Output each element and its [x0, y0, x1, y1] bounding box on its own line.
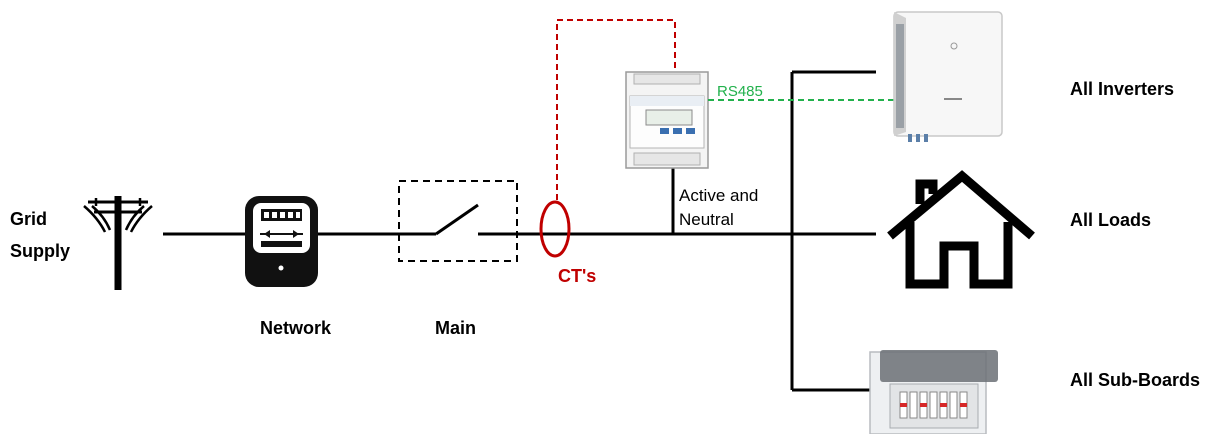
active-neutral-label-line2: Neutral — [679, 210, 734, 229]
distribution-board-image — [869, 350, 998, 434]
main-label: Main — [435, 318, 476, 338]
loads-label: All Loads — [1070, 210, 1151, 230]
main-wire — [163, 70, 876, 392]
isolator-switch-icon — [398, 180, 518, 262]
active-neutral-label-line1: Active and — [679, 186, 758, 205]
din-rail-energy-meter — [625, 71, 709, 169]
ct-signal-wire — [556, 19, 676, 200]
current-transformer-icon — [539, 19, 676, 258]
rs485-label: RS485 — [717, 83, 763, 100]
house-icon — [887, 170, 1035, 289]
inverters-label: All Inverters — [1070, 79, 1174, 99]
solar-inverter-image — [893, 11, 1003, 142]
grid-label-line2: Supply — [10, 241, 70, 261]
network-label: Network — [260, 318, 332, 338]
electricity-meter-icon — [245, 196, 318, 287]
ct-label: CT's — [558, 266, 596, 286]
grid-label-line1: Grid — [10, 209, 47, 229]
utility-pole-icon — [83, 196, 153, 290]
subboards-label: All Sub-Boards — [1070, 370, 1200, 390]
